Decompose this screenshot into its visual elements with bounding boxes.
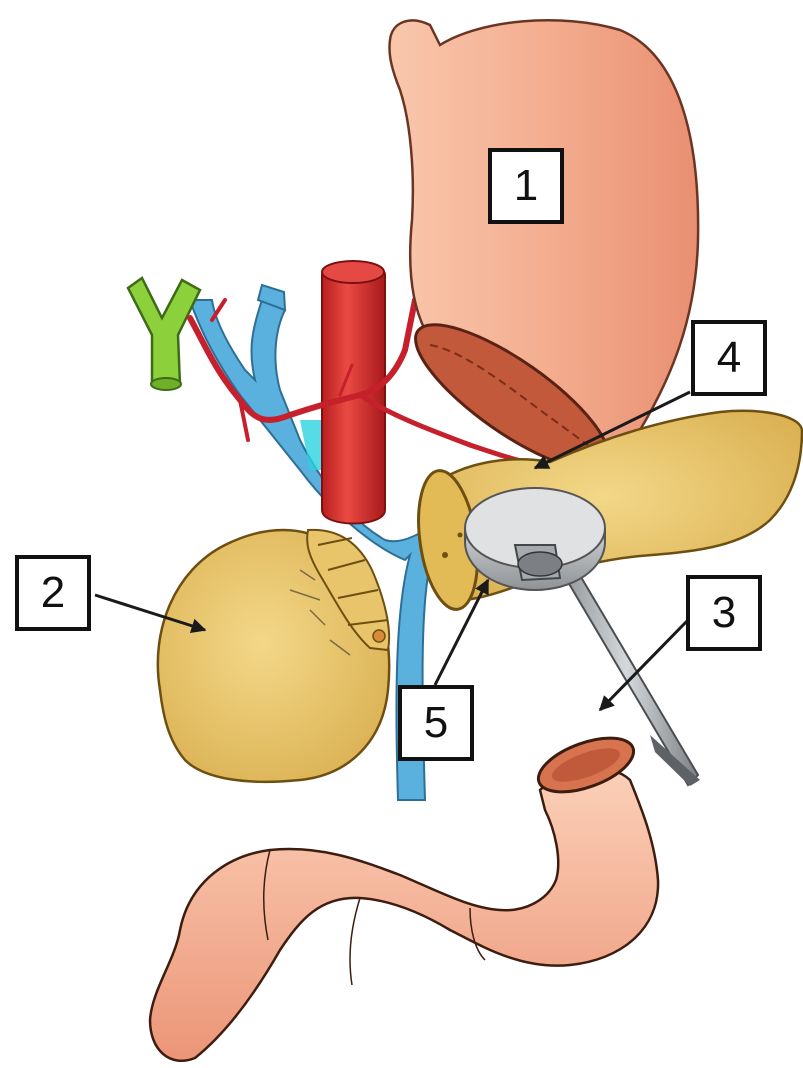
stomach [389,20,698,492]
label-pancreatic-remnant: 4 [691,320,767,396]
aorta [322,261,385,524]
label-stomach: 1 [488,148,564,224]
bile-duct [128,278,200,390]
label-stapler-anvil: 5 [398,685,474,761]
label-pancreatic-head: 2 [15,555,91,631]
pancreatic-head [158,530,389,782]
label-jejunal-limb: 3 [686,575,762,651]
